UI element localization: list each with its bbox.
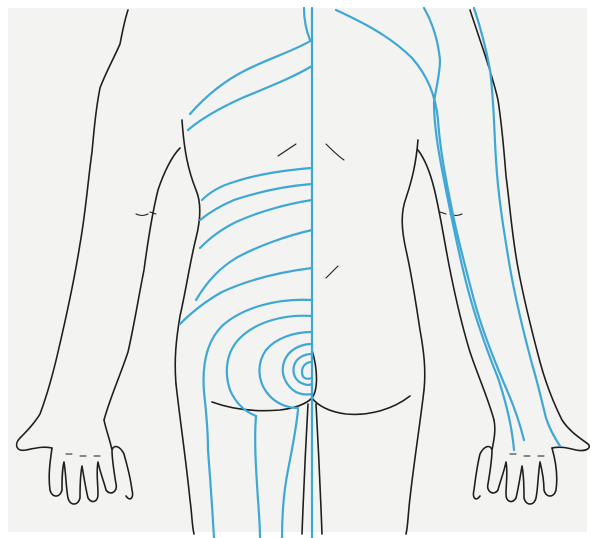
left-arm-outer-edge [17,10,128,450]
scapula-mark-right [326,144,344,160]
right-hand-knuckle-marks [510,454,544,456]
left-torso-edge [175,120,200,384]
right-torso-edge [402,140,425,390]
dermatome-leg-left-1 [255,416,260,538]
left-hand-knuckle-marks [66,454,100,456]
dermatome-buttock-arc-3 [259,332,312,408]
lumbar-mark [326,266,338,278]
dermatome-buttock-ring-3 [302,362,312,379]
dermatome-shoulder-right-3 [474,8,560,446]
dermatome-shoulder-right-1 [336,10,524,440]
right-arm-inner-edge [418,150,494,420]
dermatome-midline-top-left [304,8,310,40]
dermatome-lines [180,8,560,538]
dermatome-buttock-ring-1 [283,344,312,395]
dermatome-band-mid-4 [196,230,312,300]
dermatome-band-mid-1 [202,168,312,200]
dermatome-band-upper-1 [190,40,312,114]
inner-leg-left [302,404,308,534]
left-hand [49,420,132,504]
dermatome-leg-left-2 [282,410,298,538]
dermatome-shoulder-right-2 [424,8,514,450]
dermatome-buttock-arc-2 [227,316,312,416]
left-leg-outer [176,384,194,534]
right-gluteal-outline [312,396,410,414]
body-outline [17,10,590,534]
inner-leg-right [316,404,322,534]
right-leg-outer [406,390,424,534]
right-hand [473,420,556,504]
scapula-mark-left [278,144,296,156]
left-arm-inner-edge [104,148,180,420]
dermatome-leg-left-outer [208,450,214,538]
dermatome-band-mid-3 [200,200,312,248]
right-arm-outer-edge [470,10,589,451]
